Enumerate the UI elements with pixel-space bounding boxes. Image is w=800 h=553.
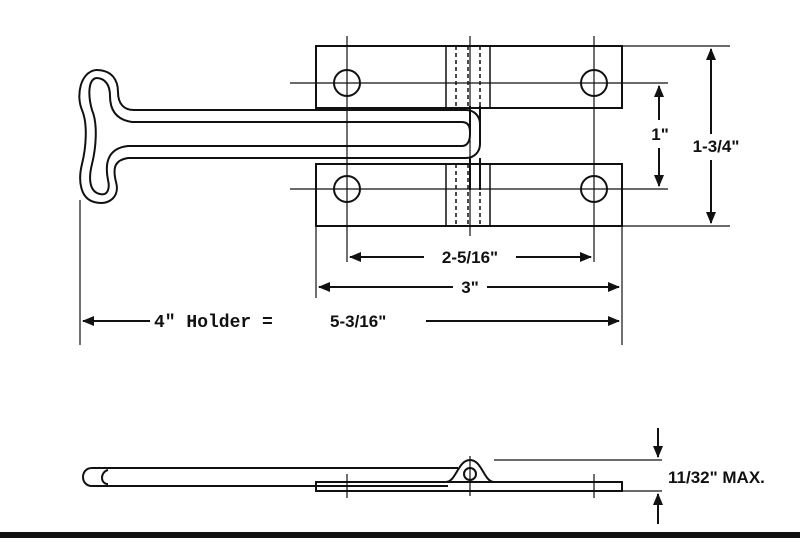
hook-handle [78, 69, 481, 204]
side-centerlines [346, 456, 662, 498]
hook-return [469, 158, 481, 190]
dim-label-overall-prefix: 4" Holder = [154, 313, 273, 333]
dim-label-overall-value: 5-3/16" [330, 312, 386, 331]
hook-handle-inner [88, 77, 471, 196]
dim-label-plate-height: 1-3/4" [693, 137, 740, 156]
hook-shank-top [95, 69, 481, 125]
hook-shank-inner-top [95, 77, 471, 133]
centerlines [79, 36, 730, 345]
bottom-rule [0, 532, 800, 538]
upper-hinge-barrel [445, 46, 491, 108]
side-hook-rod [92, 467, 458, 487]
side-view [82, 428, 663, 524]
dimension-lines [82, 48, 716, 326]
dim-label-plate-width: 3" [461, 278, 479, 297]
top-view [78, 36, 730, 345]
dim-label-hole-spacing: 1" [651, 125, 669, 144]
dim-label-hole-centers: 2-5/16" [442, 248, 498, 267]
dim-label-thickness: 11/32" MAX. [668, 468, 765, 487]
lower-hinge-barrel [445, 164, 491, 226]
side-plate [315, 481, 623, 492]
side-hook-end [82, 467, 109, 487]
upper-plate [315, 45, 623, 109]
